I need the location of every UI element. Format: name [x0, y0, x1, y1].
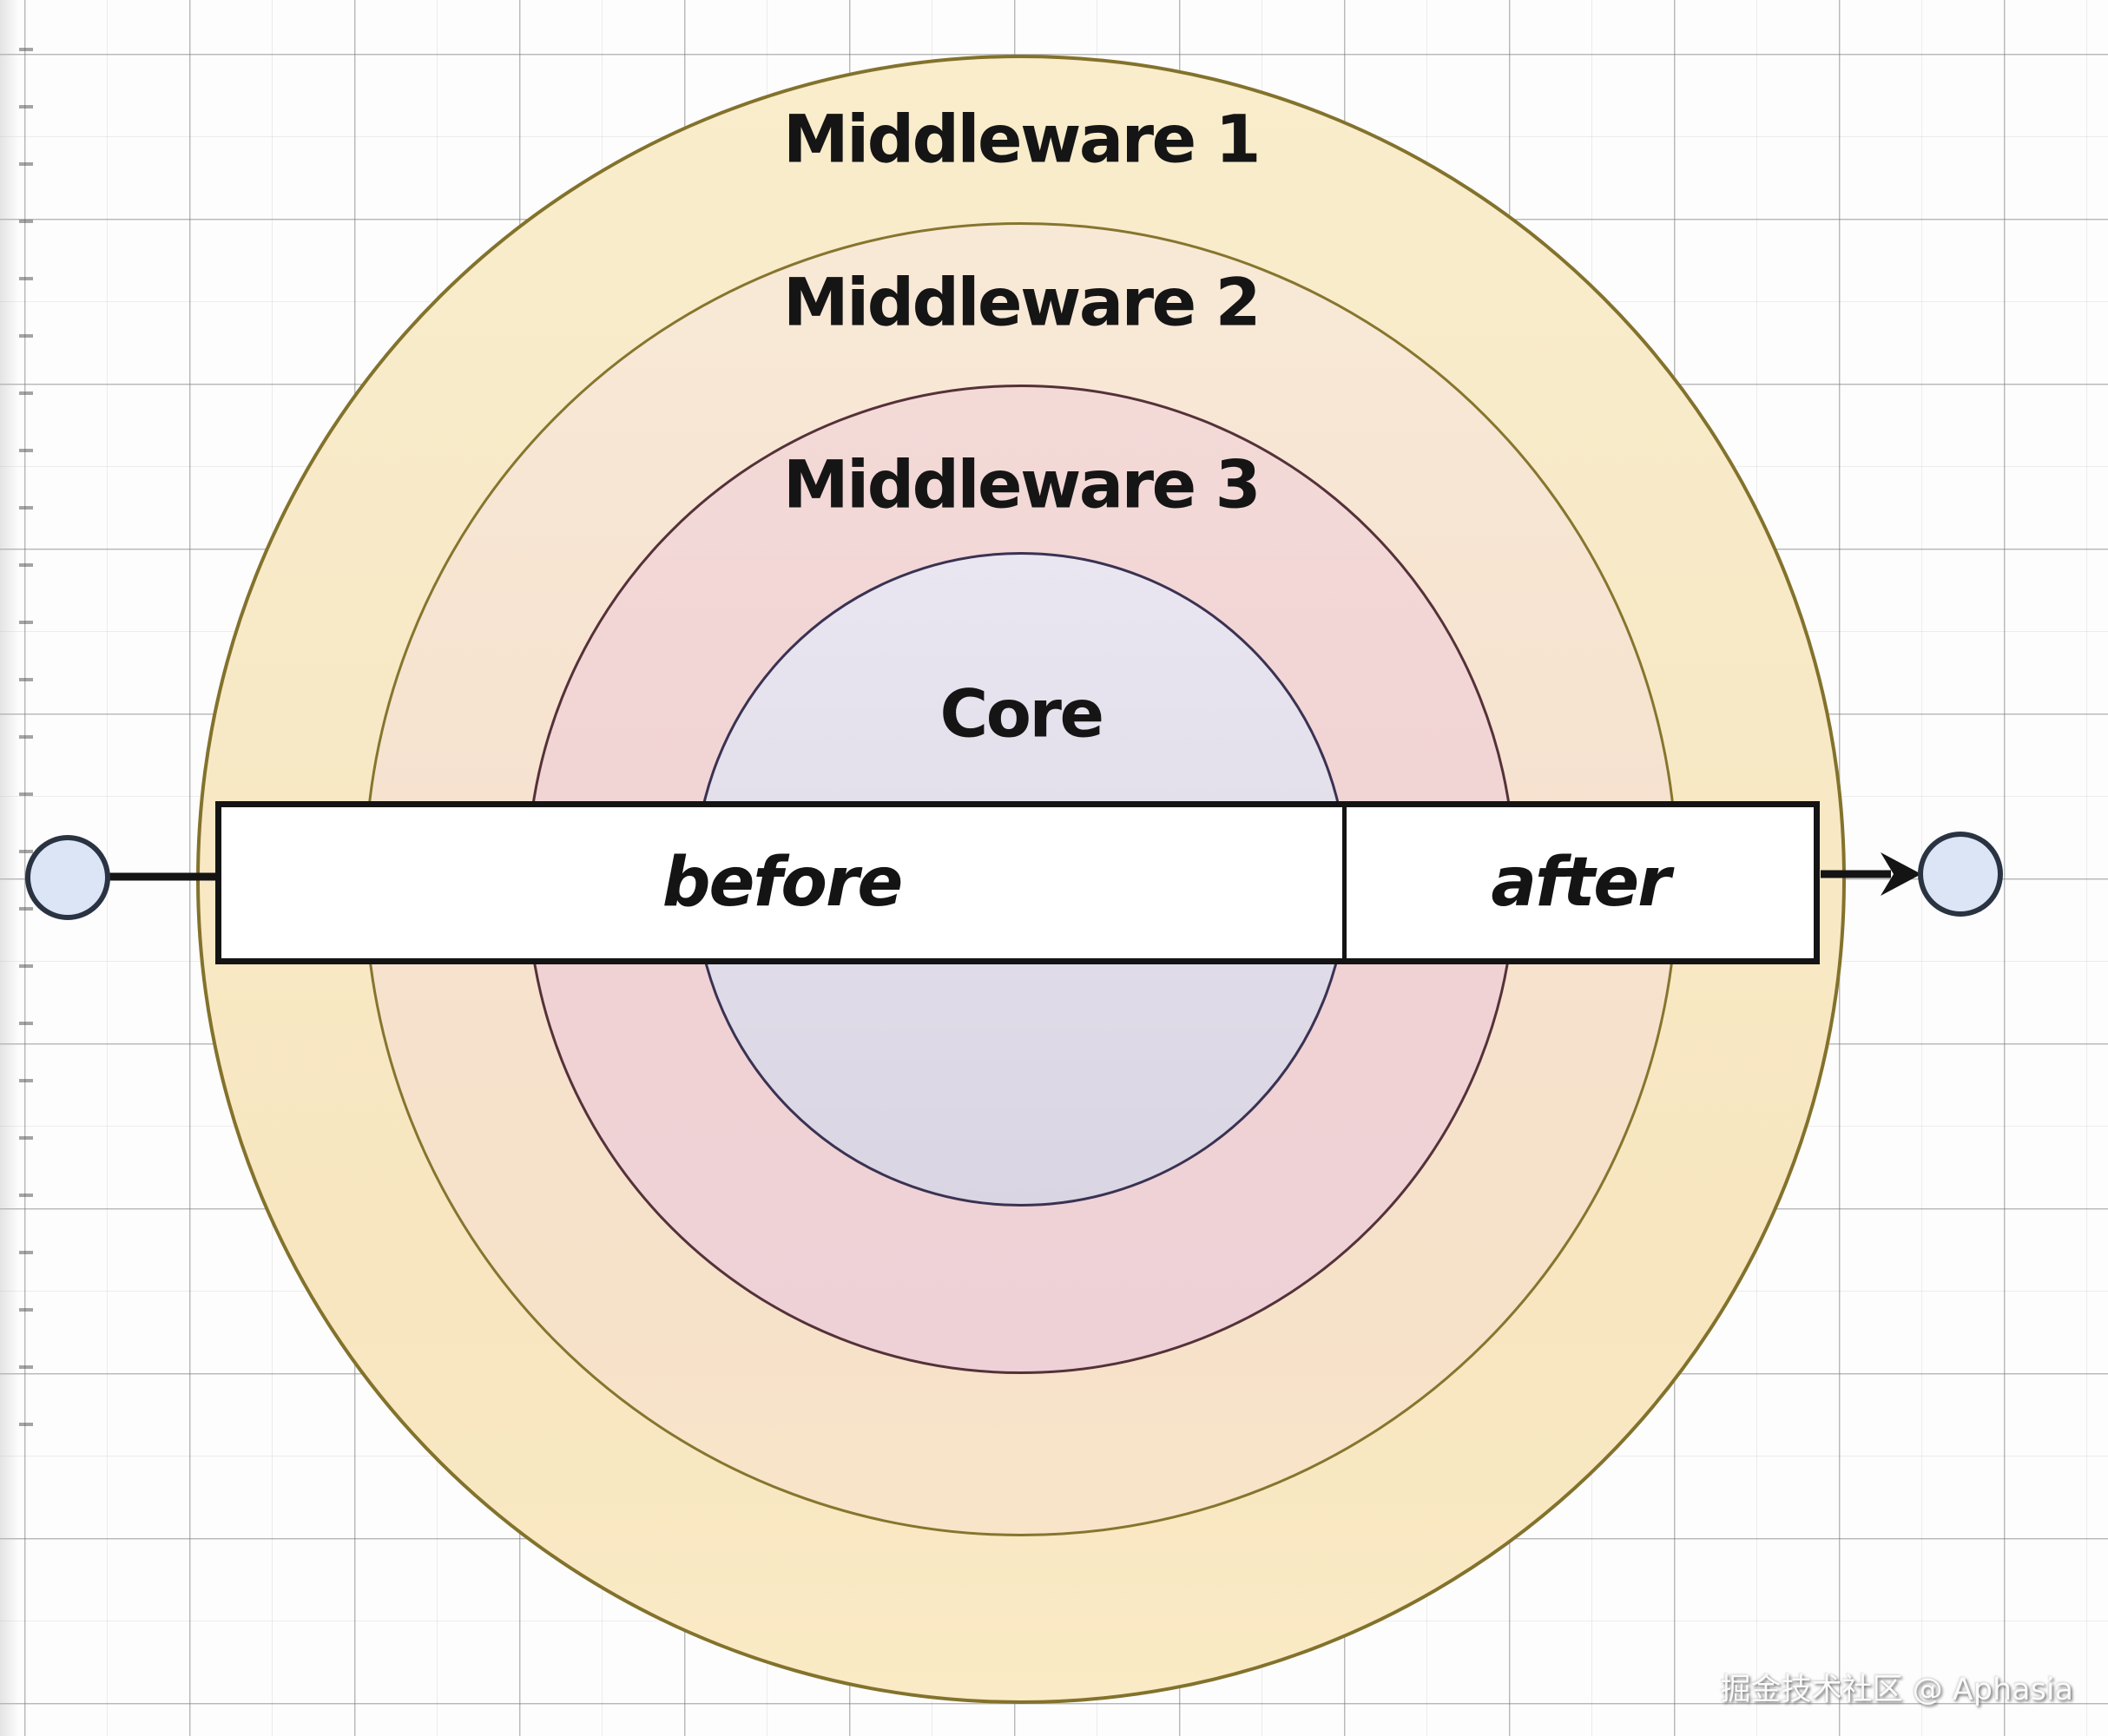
- input-endpoint-circle: [25, 835, 110, 920]
- middleware-2-label: Middleware 2: [783, 263, 1261, 341]
- watermark: 掘金技术社区 @ Aphasia: [1720, 1673, 2073, 1707]
- left-axis-ticks: [19, 48, 33, 1437]
- core-label: Core: [939, 674, 1104, 753]
- arrowhead-icon: [1881, 852, 1921, 896]
- pipeline-bar: before after: [215, 801, 1820, 964]
- before-section: before: [221, 807, 1347, 958]
- after-section: after: [1347, 807, 1814, 958]
- before-label: before: [662, 844, 904, 922]
- middleware-3-label: Middleware 3: [783, 445, 1261, 523]
- after-label: after: [1491, 844, 1670, 922]
- left-edge-shade: [0, 0, 19, 1736]
- middleware-1-label: Middleware 1: [783, 100, 1261, 178]
- output-endpoint-circle: [1918, 832, 2003, 917]
